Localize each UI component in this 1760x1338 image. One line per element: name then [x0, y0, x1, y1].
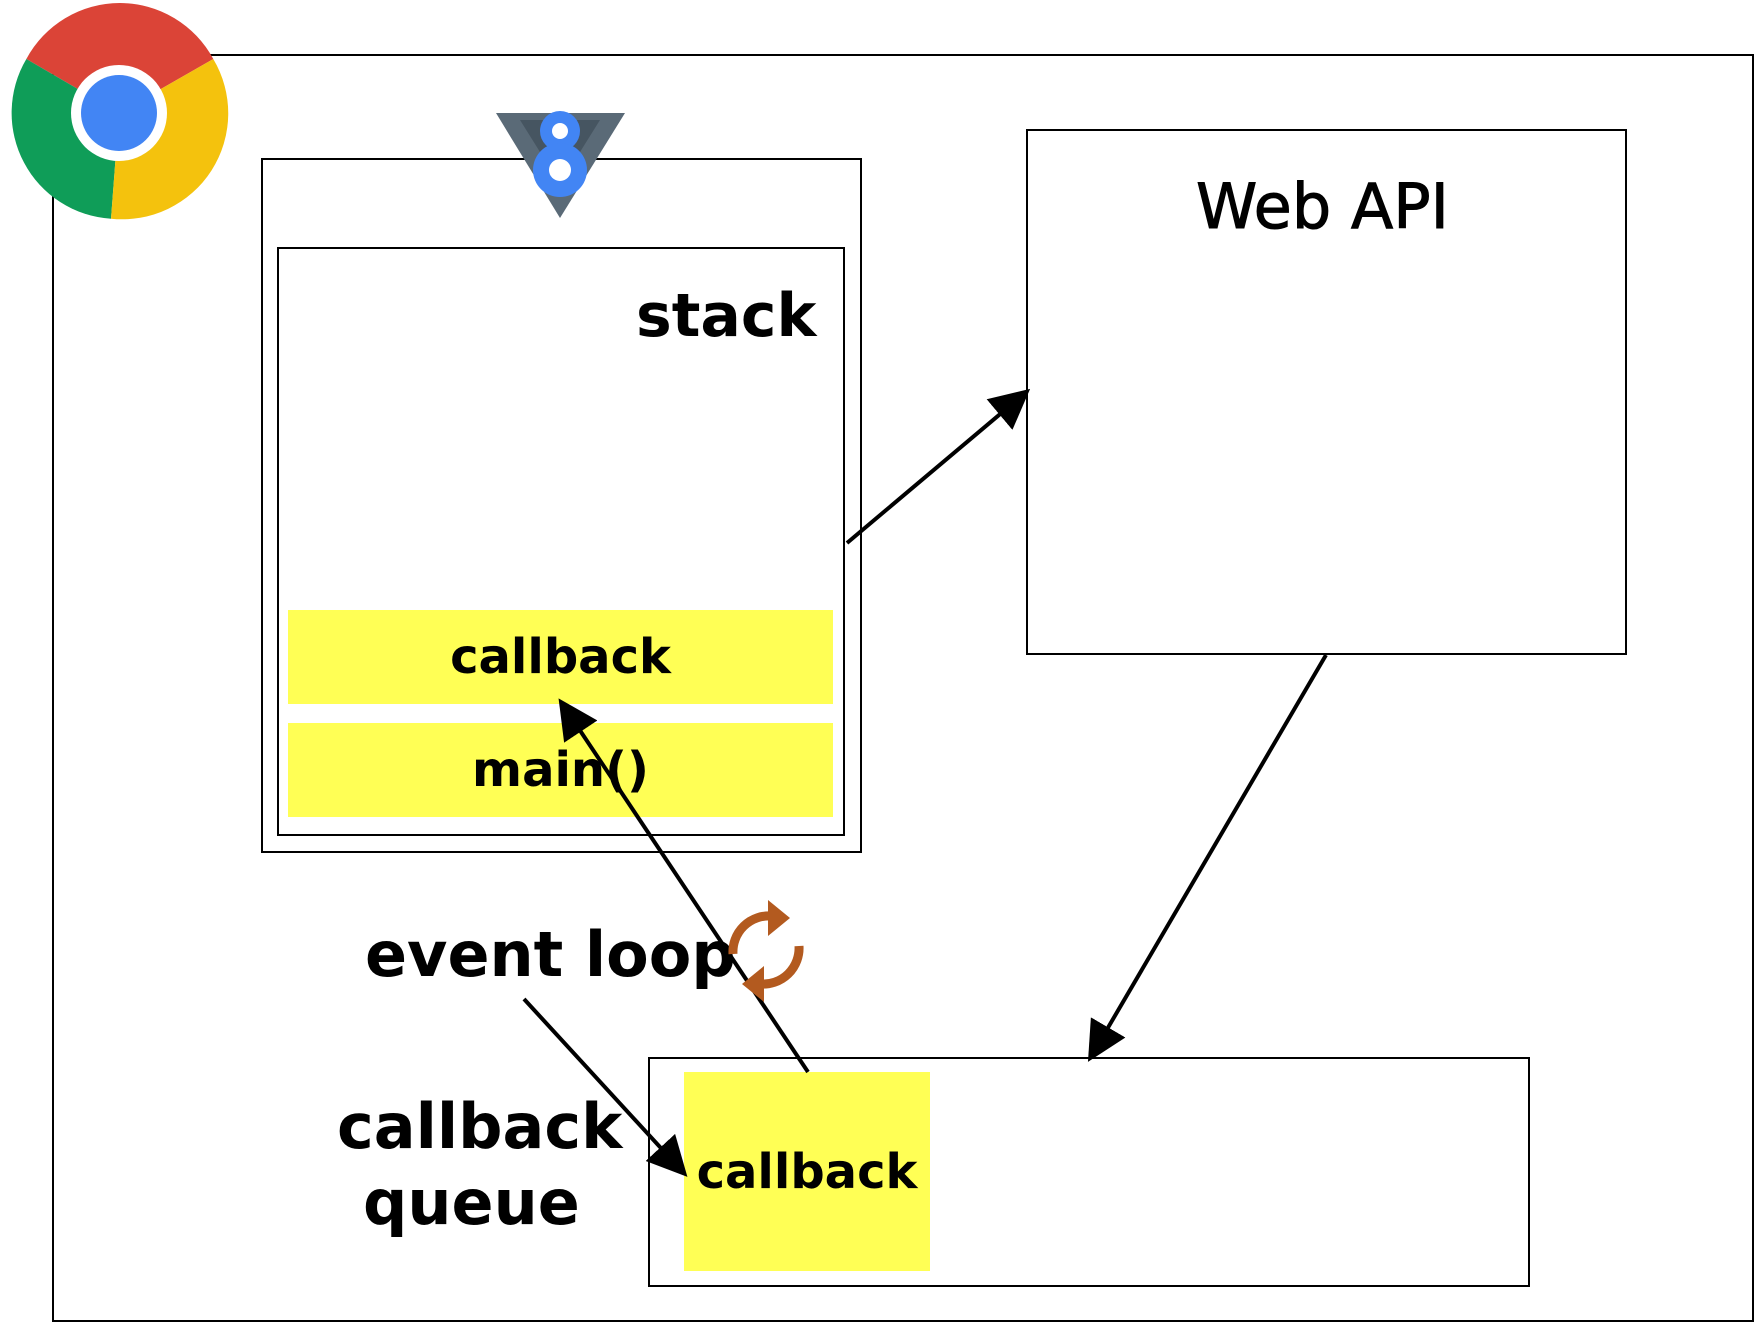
arrow-queue-to-stack: [558, 698, 810, 1074]
callback-queue-label-line1: callback: [337, 1090, 623, 1163]
event-loop-label: event loop: [365, 918, 736, 991]
v8-logo-icon: [496, 111, 625, 218]
arrow-stack-to-webapi: [845, 388, 1031, 545]
web-api-box: [1026, 129, 1627, 655]
queue-item-callback: callback: [684, 1072, 930, 1271]
stack-frame-callback: callback: [288, 610, 833, 704]
arrow-webapi-to-queue: [1087, 653, 1328, 1062]
chrome-logo-icon: [11, 3, 229, 220]
stack-title: stack: [636, 281, 817, 351]
callback-queue-label-line2: queue: [363, 1166, 580, 1239]
refresh-cycle-icon: [728, 900, 804, 1002]
web-api-title: Web API: [1196, 170, 1450, 243]
arrow-eventloop-to-queue: [522, 997, 688, 1177]
